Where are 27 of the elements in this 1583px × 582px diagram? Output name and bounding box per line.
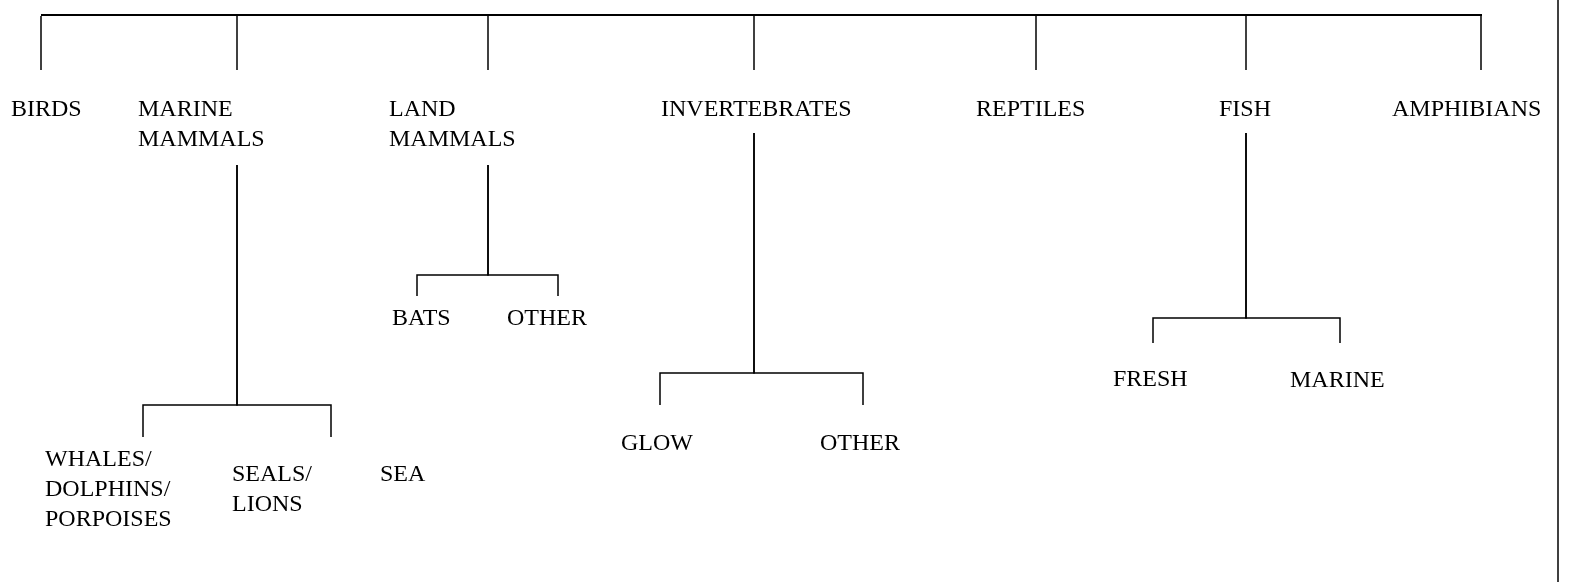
category-label: MARINE [1290,365,1385,394]
category-label: GLOW [621,428,693,457]
category-label: AMPHIBIANS [1392,94,1542,123]
category-label: LAND MAMMALS [389,94,517,153]
connector-line [487,164,559,297]
category-label: BATS [392,303,451,332]
category-label: BIRDS [11,94,82,123]
connector-line [1035,15,1037,71]
connector-line [1245,132,1341,344]
category-label: OTHER [820,428,900,457]
connector-line [1245,15,1247,71]
category-label: INVERTEBRATES [661,94,852,123]
category-label: OTHER [507,303,587,332]
category-label: FRESH [1113,364,1188,393]
category-label: WHALES/ DOLPHINS/ PORPOISES [45,444,173,533]
connector-line [40,15,42,71]
connector-line [1480,15,1482,71]
category-label: SEALS/ LIONS [232,459,313,518]
category-label: FISH [1219,94,1272,123]
connector-line [236,164,332,438]
connector-line [236,15,238,71]
connector-line [753,132,864,406]
category-label: REPTILES [976,94,1086,123]
connector-line [487,15,489,71]
connector-line [753,15,755,71]
category-label: MARINE MAMMALS [138,94,266,153]
category-label: SEA [380,459,426,488]
